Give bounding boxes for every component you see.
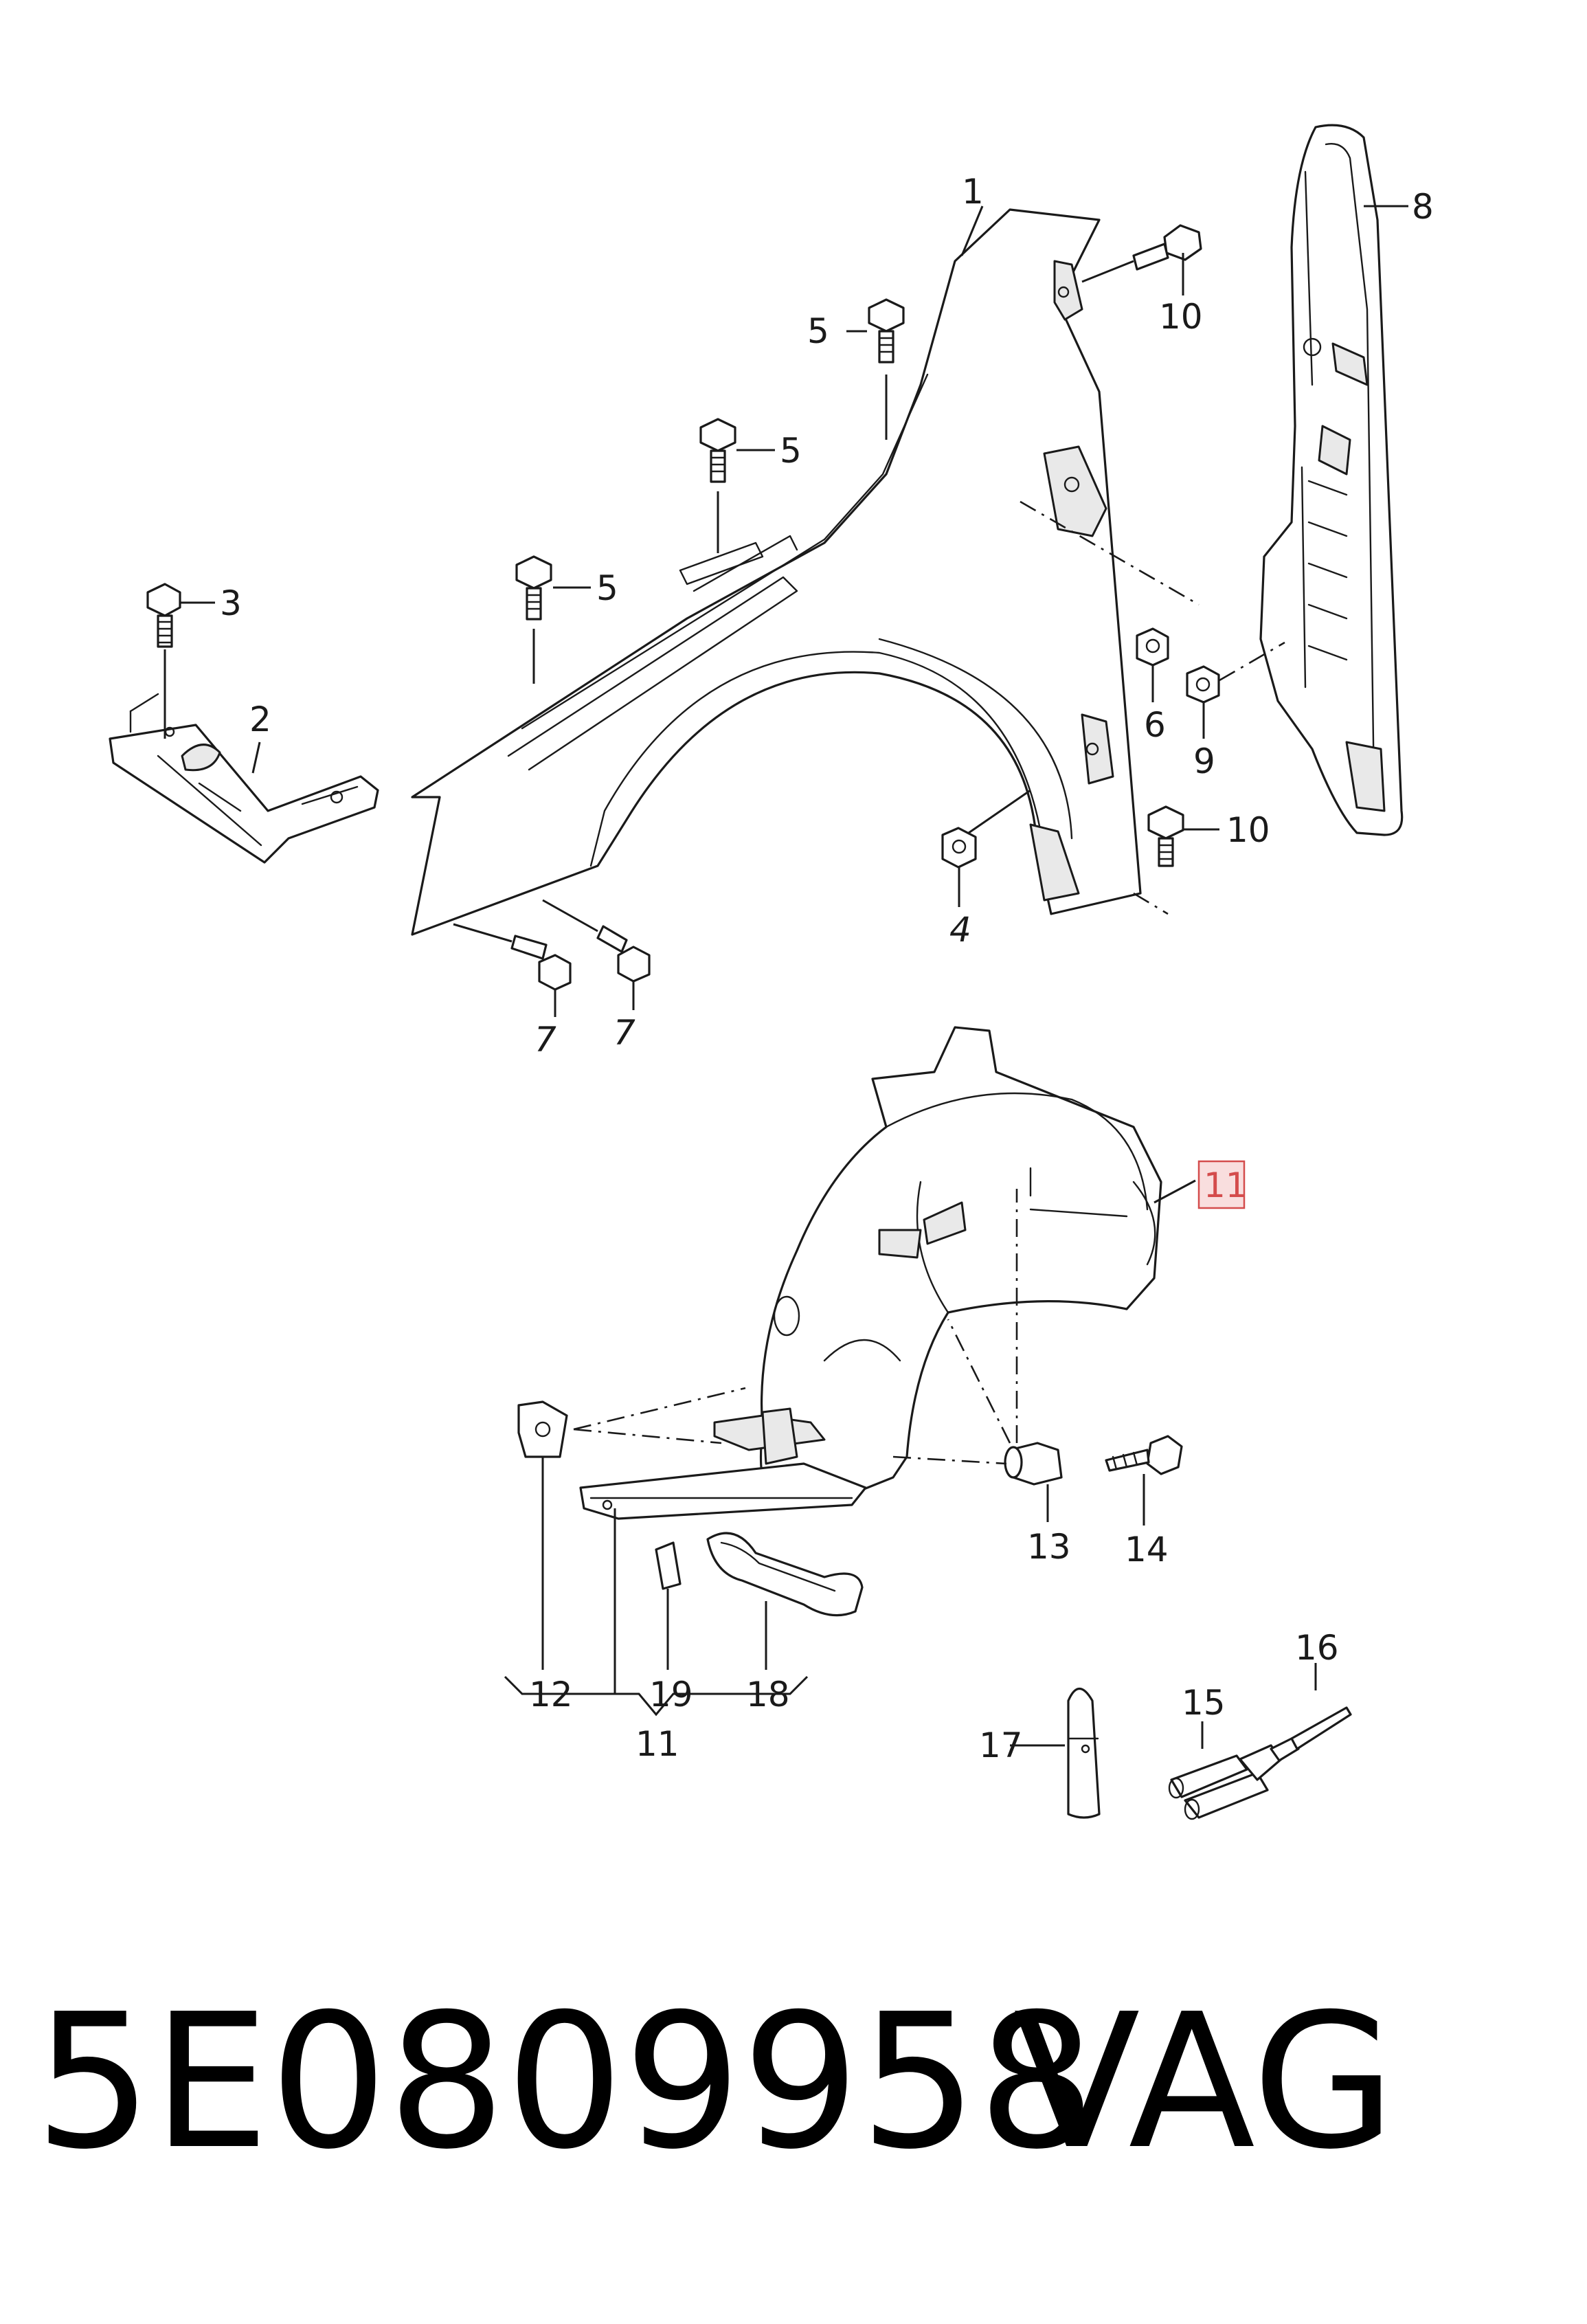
callout-11-group: 11	[635, 1724, 679, 1764]
bolt-7-right	[542, 899, 651, 983]
callout-11-highlight: 11	[1204, 1165, 1248, 1205]
cartridge-15	[1168, 1737, 1300, 1820]
assembly-line-clip-lower	[573, 1428, 722, 1444]
callout-4: 4	[949, 910, 971, 950]
bolt-10-lower	[1147, 805, 1184, 867]
bolt-10-upper	[1081, 224, 1202, 283]
assembly-line-liner-nut	[892, 1455, 1007, 1465]
callout-9: 9	[1193, 741, 1215, 781]
pad-19	[655, 1541, 682, 1590]
assembly-line-fender-seal	[1020, 500, 1200, 606]
callout-19: 19	[649, 1675, 693, 1714]
assembly-line-nut-seal	[1219, 641, 1285, 682]
callout-8: 8	[1412, 187, 1434, 227]
fender-bracket	[109, 693, 379, 864]
callout-13: 13	[1027, 1527, 1071, 1567]
screw-14	[1105, 1435, 1183, 1475]
callout-15: 15	[1182, 1683, 1226, 1723]
highlighted-callout-11[interactable]: 11	[1197, 1160, 1248, 1209]
front-fender	[411, 208, 1142, 936]
callout-16: 16	[1295, 1628, 1339, 1668]
exploded-parts-diagram: 1 2 3 4 5 5 5 6 7 7 8 9 10 10 11 12 13 1…	[109, 124, 1434, 1820]
assembly-line-bottom	[1133, 892, 1169, 915]
bolt-7-left	[453, 923, 572, 991]
brand-caption: VAG	[1013, 1974, 1396, 2190]
assembly-line-clip-upper	[573, 1387, 746, 1431]
nut-4	[941, 789, 1031, 869]
callout-6: 6	[1144, 705, 1166, 745]
nozzle-16	[1290, 1706, 1352, 1750]
highlight-box	[1197, 1160, 1246, 1209]
bolt-5-lower	[515, 555, 552, 684]
callout-7-right: 7	[614, 1013, 635, 1053]
part-number-caption: 5E0809958	[34, 1974, 1096, 2190]
callout-10-lower: 10	[1226, 810, 1270, 850]
assembly-line-liner-top	[947, 1319, 1011, 1444]
callout-7-left: 7	[534, 1020, 556, 1060]
callout-10-upper: 10	[1159, 297, 1203, 337]
callout-14: 14	[1125, 1530, 1169, 1569]
callout-5-upper: 5	[807, 311, 829, 351]
bolt-3	[146, 583, 181, 739]
callout-5-lower: 5	[596, 568, 618, 608]
callout-3: 3	[220, 583, 242, 623]
expanding-nut-13	[1004, 1442, 1063, 1486]
fender-seal-strip	[1259, 124, 1404, 836]
nut-6	[1136, 627, 1169, 667]
sealant-tube-17	[1067, 1687, 1101, 1819]
bolt-5-upper	[868, 298, 905, 440]
callout-17: 17	[979, 1725, 1023, 1765]
bolt-5-middle	[699, 418, 736, 553]
wheel-housing-liner	[579, 1026, 1162, 1520]
clip-12	[517, 1400, 568, 1458]
callout-5-middle: 5	[780, 431, 802, 471]
callout-12: 12	[529, 1675, 573, 1714]
callout-1: 1	[962, 172, 984, 212]
group-bracket-11	[504, 1675, 809, 1717]
strip-18	[706, 1532, 864, 1617]
nut-9	[1186, 665, 1220, 704]
callout-2: 2	[249, 700, 271, 739]
callout-18: 18	[746, 1675, 790, 1714]
